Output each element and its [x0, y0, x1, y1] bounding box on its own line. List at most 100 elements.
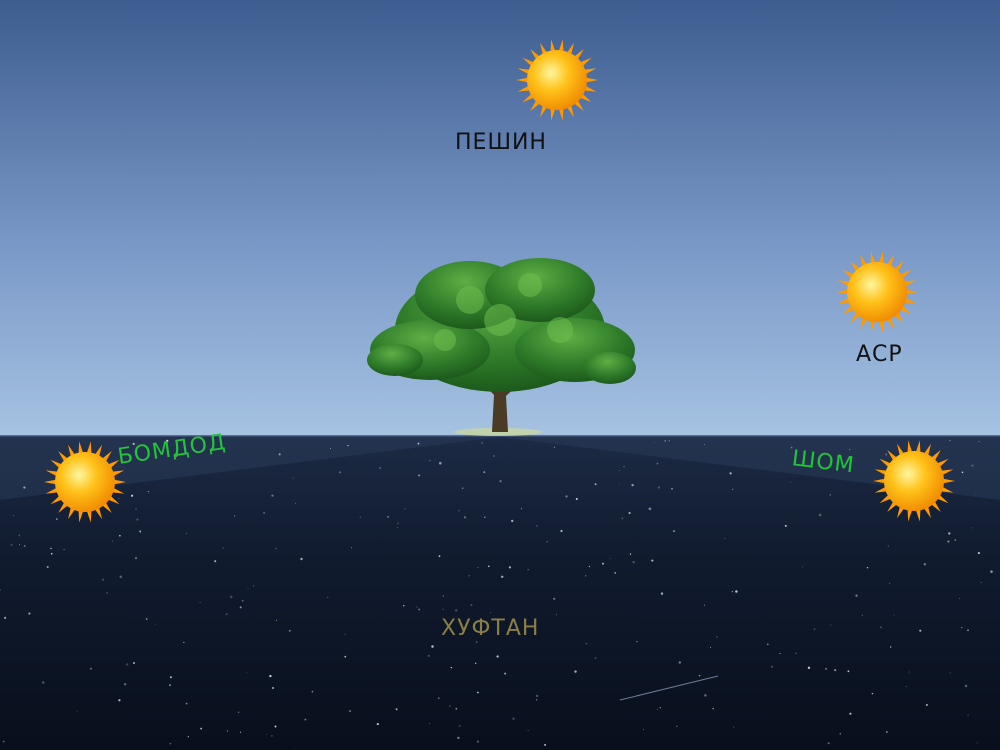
star [511, 519, 514, 523]
star [659, 707, 661, 709]
star [200, 727, 203, 730]
star [442, 595, 444, 597]
star [974, 494, 976, 496]
star [229, 595, 233, 599]
star [947, 540, 950, 543]
star [263, 511, 266, 514]
star [483, 471, 486, 473]
star [813, 628, 816, 631]
star [269, 674, 272, 678]
star [535, 694, 539, 698]
star [130, 494, 134, 497]
star [631, 483, 634, 487]
star [119, 575, 123, 579]
star [919, 629, 922, 632]
star [76, 710, 78, 712]
star [729, 472, 732, 475]
star [247, 588, 249, 590]
star [330, 448, 332, 449]
star [657, 486, 660, 489]
star [527, 730, 529, 731]
star [656, 462, 659, 465]
star [770, 665, 774, 668]
star [585, 575, 587, 577]
star [795, 652, 797, 654]
star [790, 446, 793, 449]
star [438, 555, 441, 558]
star [41, 681, 45, 684]
star [959, 597, 960, 599]
star [239, 606, 242, 609]
star [866, 566, 869, 569]
star [458, 510, 460, 512]
star [487, 565, 490, 568]
star [923, 563, 926, 566]
star [948, 532, 951, 535]
label-noon: ПЕШИН [455, 130, 547, 155]
star [575, 497, 578, 501]
star [295, 502, 297, 504]
night-ground [0, 436, 1000, 750]
star [619, 470, 621, 472]
star [779, 652, 781, 655]
star [475, 641, 478, 643]
star [698, 674, 701, 677]
star [703, 443, 706, 446]
star [949, 672, 951, 674]
star [855, 594, 858, 597]
star [594, 657, 597, 660]
star [89, 667, 93, 670]
star [976, 742, 978, 744]
star [489, 612, 491, 614]
star [241, 599, 244, 602]
star [338, 471, 342, 474]
star [134, 556, 138, 560]
star [429, 460, 431, 462]
star [847, 670, 850, 673]
star [664, 440, 667, 442]
label-afternoon: АСР [856, 342, 903, 367]
star [818, 513, 822, 517]
star [536, 699, 538, 701]
star [585, 642, 588, 645]
star [455, 707, 458, 710]
star [731, 590, 734, 593]
star [807, 666, 811, 670]
star [893, 614, 895, 616]
star [766, 643, 769, 646]
star [671, 487, 673, 490]
star [961, 626, 963, 629]
star [621, 517, 624, 520]
star [416, 606, 418, 608]
star [668, 440, 670, 442]
star [132, 442, 135, 445]
star [139, 530, 142, 533]
star-field [0, 439, 993, 749]
star [222, 547, 224, 549]
star [978, 441, 980, 443]
star [609, 557, 611, 559]
star [732, 488, 734, 490]
star [560, 529, 563, 533]
star [463, 516, 466, 519]
star [648, 507, 652, 511]
star [784, 524, 787, 527]
star [724, 538, 726, 539]
star [50, 552, 53, 555]
star [63, 548, 65, 551]
star [185, 533, 187, 535]
star [839, 733, 842, 735]
star [123, 683, 127, 686]
star [0, 589, 1, 591]
star [351, 547, 353, 549]
star [735, 590, 738, 593]
star [55, 518, 58, 520]
star [348, 710, 352, 713]
star [886, 731, 888, 733]
star [135, 508, 137, 510]
star [439, 461, 442, 465]
star [716, 636, 718, 638]
star [12, 515, 14, 517]
star [536, 525, 538, 527]
star [967, 714, 969, 716]
